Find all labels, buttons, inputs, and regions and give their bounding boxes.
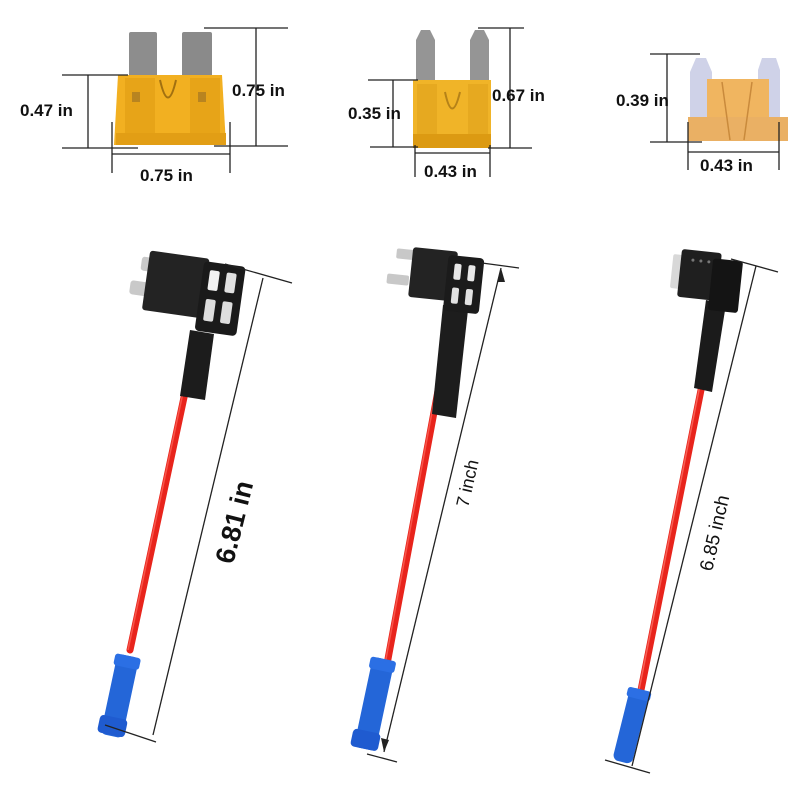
heat-shrink <box>180 330 214 400</box>
low-profile-mini-fuse <box>688 58 788 141</box>
low-profile-mini-fuse-tap-length-label: 6.85 inch <box>696 493 734 573</box>
red-wire <box>126 356 196 654</box>
mini-fuse-dimensions <box>368 27 532 177</box>
low-profile-mini-fuse-dimensions <box>650 53 780 170</box>
standard-fuse-tap-length-label: 6.81 in <box>210 478 259 567</box>
standard-fuse-height-label: 0.47 in <box>20 101 73 120</box>
low-profile-mini-fuse-tap <box>613 249 743 764</box>
blue-butt-connector <box>613 688 649 764</box>
mini-fuse-total-height-label: 0.67 in <box>492 86 545 105</box>
blue-butt-connector <box>354 657 394 751</box>
fuse-blade-left <box>416 30 435 82</box>
standard-fuse-total-height-label: 0.75 in <box>232 81 285 100</box>
fuse-holder <box>142 250 210 318</box>
mini-fuse-tap <box>350 247 485 751</box>
fuse-blade-left <box>690 58 712 122</box>
standard-fuse-tap-dimension <box>104 263 293 743</box>
low-profile-mini-fuse-tap-dimension <box>604 258 779 774</box>
red-wire <box>381 376 444 679</box>
mini-fuse <box>413 30 491 148</box>
mini-fuse-tap-length-label: 7 inch <box>452 458 482 509</box>
low-profile-mini-fuse-height-label: 0.39 in <box>616 91 669 110</box>
fuse-blade <box>386 273 410 286</box>
standard-fuse-tap <box>97 250 246 738</box>
fuse-blade-right <box>182 32 212 77</box>
red-wire <box>637 381 706 694</box>
standard-fuse-width-label: 0.75 in <box>140 166 193 185</box>
fuse-blade-right <box>470 30 489 82</box>
heat-shrink <box>694 300 726 392</box>
fuse-body <box>707 79 769 123</box>
fuse-blade-left <box>129 32 157 77</box>
mini-fuse-tap-dimension <box>366 262 520 763</box>
mini-fuse-height-label: 0.35 in <box>348 104 401 123</box>
mini-fuse-width-label: 0.43 in <box>424 162 477 181</box>
low-profile-mini-fuse-width-label: 0.43 in <box>700 156 753 175</box>
standard-fuse-dimensions <box>62 27 288 173</box>
fuse-socket <box>708 258 743 313</box>
standard-fuse <box>114 32 226 145</box>
heat-shrink <box>432 305 468 418</box>
fuse-socket <box>443 255 485 314</box>
